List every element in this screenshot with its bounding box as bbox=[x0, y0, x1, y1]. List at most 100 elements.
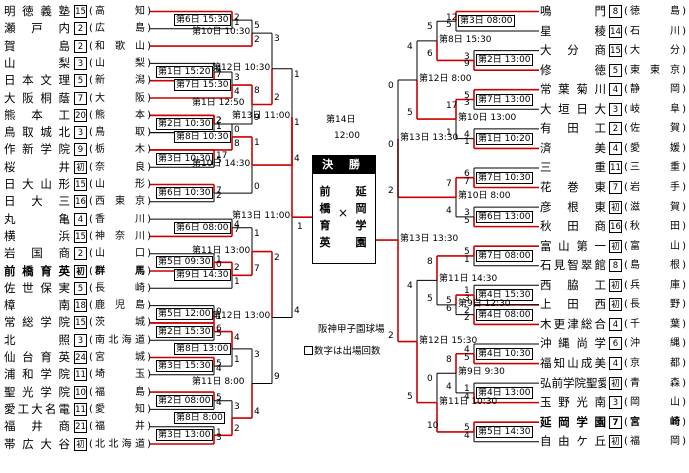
school-name: 西脇工 bbox=[540, 277, 606, 292]
final-day: 第14日 bbox=[326, 115, 356, 125]
prefecture-name: 福岡 bbox=[630, 436, 680, 448]
paren-close: ) bbox=[147, 213, 151, 225]
match-score: 6 bbox=[446, 303, 452, 314]
paren-close: ) bbox=[147, 92, 151, 104]
match-label: 第7日 13:00 bbox=[476, 93, 533, 106]
match-score: 9 bbox=[464, 59, 470, 70]
match-score: 12 bbox=[446, 12, 458, 23]
match-label: 第4日 13:00 bbox=[476, 386, 533, 399]
school-name: 丸亀 bbox=[4, 211, 70, 226]
match-score: 1 bbox=[294, 117, 300, 128]
match-score: 5 bbox=[446, 296, 452, 307]
paren-close: ) bbox=[147, 57, 151, 69]
match-label: 第8日 8:00 bbox=[174, 412, 225, 425]
school-name: 大阪桐蔭 bbox=[4, 90, 70, 105]
appearance-count: 11 bbox=[74, 368, 87, 382]
school-name: 聖光学院 bbox=[4, 384, 70, 399]
school-name: 延岡学園 bbox=[540, 414, 606, 429]
paren-close: ) bbox=[682, 103, 686, 115]
prefecture-name: 北北海道 bbox=[95, 438, 145, 450]
final-right-char: 延 bbox=[355, 185, 367, 198]
paren-close: ) bbox=[147, 109, 151, 121]
match-score: 2 bbox=[234, 263, 240, 274]
match-score: 1 bbox=[234, 17, 240, 28]
prefecture: (和歌山) bbox=[89, 38, 151, 55]
paren-close: ) bbox=[682, 279, 686, 291]
match-score: 7 bbox=[216, 185, 222, 196]
team-row: 前橋育英初(群馬) bbox=[0, 263, 151, 280]
final-box: 決 勝 前 橋 育 英 × 延 岡 学 園 bbox=[312, 155, 376, 264]
paren-open: ( bbox=[624, 123, 628, 135]
prefecture-name: 愛知 bbox=[95, 403, 145, 415]
prefecture-name: 石川 bbox=[630, 25, 680, 37]
prefecture: (茨城) bbox=[89, 314, 151, 331]
prefecture-name: 香川 bbox=[95, 213, 145, 225]
final-right-char: 岡 bbox=[355, 202, 367, 215]
match-score: 5 bbox=[464, 423, 470, 434]
prefecture: (福岡) bbox=[624, 433, 686, 450]
prefecture-name: 滋賀 bbox=[630, 201, 680, 213]
paren-close: ) bbox=[147, 127, 151, 139]
prefecture-name: 大阪 bbox=[95, 92, 145, 104]
school-name: 浦和学院 bbox=[4, 367, 70, 382]
team-row: 桜井初(奈良) bbox=[0, 159, 151, 176]
match-score: 3 bbox=[234, 73, 240, 84]
paren-open: ( bbox=[624, 338, 628, 350]
prefecture: (秋田) bbox=[624, 218, 686, 235]
team-row: 弘前学院聖愛初(青森) bbox=[540, 375, 688, 392]
paren-close: ) bbox=[682, 45, 686, 57]
match-score: 1 bbox=[464, 286, 470, 297]
match-score: 4 bbox=[216, 398, 222, 409]
paren-close: ) bbox=[147, 282, 151, 294]
match-score: 7 bbox=[446, 178, 452, 189]
prefecture-name: 京都 bbox=[630, 358, 680, 370]
match-label: 第4日 08:00 bbox=[476, 308, 533, 321]
legend-caption: 数字は出場回数 bbox=[304, 343, 381, 357]
prefecture-name: 宮城 bbox=[95, 352, 145, 363]
match-score: 5 bbox=[427, 22, 433, 33]
match-score: 5 bbox=[464, 352, 470, 363]
prefecture: (奈良) bbox=[89, 159, 151, 176]
prefecture-name: 和歌山 bbox=[95, 40, 145, 52]
match-score: 5 bbox=[446, 20, 452, 31]
paren-open: ( bbox=[89, 282, 93, 294]
paren-open: ( bbox=[624, 299, 628, 311]
match-label: 第6日 10:30 bbox=[156, 187, 213, 200]
paren-open: ( bbox=[89, 57, 93, 69]
match-score: 0 bbox=[216, 306, 222, 317]
paren-close: ) bbox=[682, 201, 686, 213]
match-label: 第12日 13:00 bbox=[212, 311, 271, 322]
paren-open: ( bbox=[89, 265, 93, 277]
appearance-count: 8 bbox=[609, 259, 622, 273]
prefecture-name: 青森 bbox=[630, 377, 680, 389]
paren-close: ) bbox=[682, 182, 686, 193]
match-score: 5 bbox=[407, 108, 413, 119]
paren-open: ( bbox=[624, 436, 628, 448]
prefecture: (新潟) bbox=[89, 72, 151, 89]
appearance-count: 15 bbox=[74, 178, 87, 191]
paren-open: ( bbox=[89, 75, 93, 87]
final-right-team: 延 岡 学 園 bbox=[355, 183, 367, 251]
match-label: 第12日 10:30 bbox=[212, 62, 271, 73]
school-name: 有田工 bbox=[540, 121, 606, 136]
prefecture-name: 岩手 bbox=[630, 182, 680, 193]
prefecture-name: 埼玉 bbox=[95, 369, 145, 381]
appearance-count: 4 bbox=[609, 141, 622, 155]
match-score: 9 bbox=[274, 372, 280, 383]
final-left-char: 橋 bbox=[319, 202, 331, 215]
prefecture: (神奈川) bbox=[89, 228, 151, 245]
match-score: 3 bbox=[464, 293, 470, 304]
paren-close: ) bbox=[682, 240, 686, 252]
prefecture: (京都) bbox=[624, 355, 686, 372]
paren-open: ( bbox=[624, 182, 628, 193]
